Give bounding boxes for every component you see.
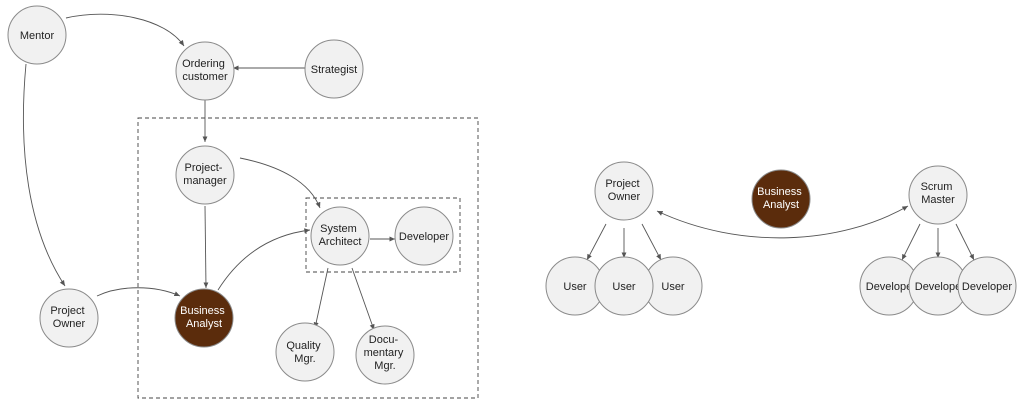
node-developer: Developer [394, 206, 454, 266]
edge-project-owner-to-business-analyst [96, 287, 181, 297]
node-developer-2-label: Develope [915, 281, 961, 293]
edge-system-architect-to-quality-mgr [313, 267, 329, 329]
node-project-manager-label: Project- manager [183, 162, 227, 187]
node-documentary-mgr: Docu- mentary Mgr. [355, 325, 415, 385]
node-right-business-analyst-label: Business Analyst [757, 186, 805, 211]
edge-project-manager-to-system-architect [239, 157, 321, 209]
node-user-2: User [594, 256, 654, 316]
edge-mentor-to-ordering-customer [65, 13, 185, 47]
node-mentor-label: Mentor [20, 30, 55, 42]
node-user-1: User [545, 256, 605, 316]
node-user-3-label: User [661, 281, 685, 293]
edge-system-architect-to-documentary-mgr [351, 267, 375, 331]
node-project-owner: Project Owner [39, 288, 99, 348]
node-system-architect-label: System Architect [319, 223, 362, 248]
node-developer-3: Developer [957, 256, 1017, 316]
node-right-business-analyst: Business Analyst [751, 169, 811, 229]
node-documentary-mgr-label: Docu- mentary Mgr. [364, 334, 407, 372]
node-system-architect: System Architect [310, 206, 370, 266]
node-scrum-master-label: Scrum Master [921, 181, 956, 206]
edge-project-owner-scrum-master [656, 205, 909, 239]
node-strategist-label: Strategist [311, 64, 357, 76]
node-developer-2: Develope [908, 256, 968, 316]
node-strategist: Strategist [304, 39, 364, 99]
project-team-boundary [137, 117, 479, 399]
node-right-project-owner: Project Owner [594, 161, 654, 221]
edge-scrum-master-to-developer-3 [955, 223, 975, 261]
node-quality-mgr-label: Quality Mgr. [286, 340, 323, 365]
node-developer-1: Develope [859, 256, 919, 316]
node-quality-mgr: Quality Mgr. [275, 322, 335, 382]
node-right-project-owner-label: Project Owner [605, 178, 642, 203]
edge-business-analyst-to-system-architect [217, 228, 311, 291]
edge-mentor-to-project-owner [23, 63, 66, 287]
node-user-1-label: User [563, 281, 587, 293]
node-ordering-customer-label: Ordering customer [182, 58, 228, 83]
node-business-analyst-label: Business Analyst [180, 305, 228, 330]
node-scrum-master: Scrum Master [908, 165, 968, 225]
edge-project-owner-to-user-1 [586, 223, 607, 261]
node-user-2-label: User [612, 281, 636, 293]
edge-project-manager-to-business-analyst [203, 205, 209, 289]
node-mentor: Mentor [7, 5, 67, 65]
edge-scrum-master-to-developer-1 [901, 223, 921, 261]
node-ordering-customer: Ordering customer [175, 41, 235, 101]
node-user-3: User [643, 256, 703, 316]
node-developer-label: Developer [399, 231, 449, 243]
node-developer-3-label: Developer [962, 281, 1012, 293]
edge-project-owner-to-user-3 [641, 223, 662, 261]
architecture-group-boundary [305, 197, 461, 273]
node-project-manager: Project- manager [175, 145, 235, 205]
node-developer-1-label: Develope [866, 281, 912, 293]
node-business-analyst: Business Analyst [174, 288, 234, 348]
node-project-owner-label: Project Owner [50, 305, 87, 330]
